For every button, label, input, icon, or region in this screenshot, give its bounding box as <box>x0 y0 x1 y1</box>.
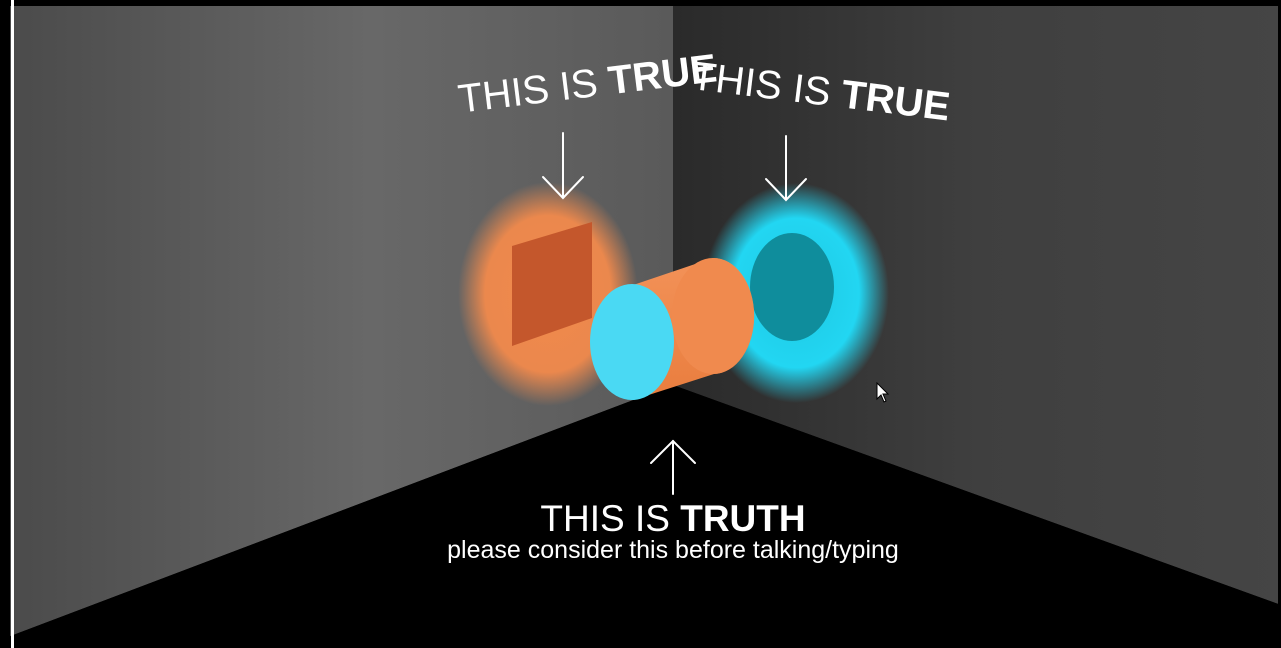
mouse-pointer-icon <box>876 382 890 404</box>
label-this-is-truth: THIS IS TRUTH <box>0 500 1281 537</box>
cylinder-end-face <box>590 284 674 400</box>
frame-border-left-line <box>11 0 14 648</box>
label-prefix: THIS IS <box>540 498 670 539</box>
caption: please consider this before talking/typi… <box>0 538 1281 563</box>
label-emphasis: TRUTH <box>680 498 805 539</box>
circle-shadow <box>750 233 834 341</box>
frame-border-top <box>0 0 1281 6</box>
frame-border-left <box>0 0 10 648</box>
